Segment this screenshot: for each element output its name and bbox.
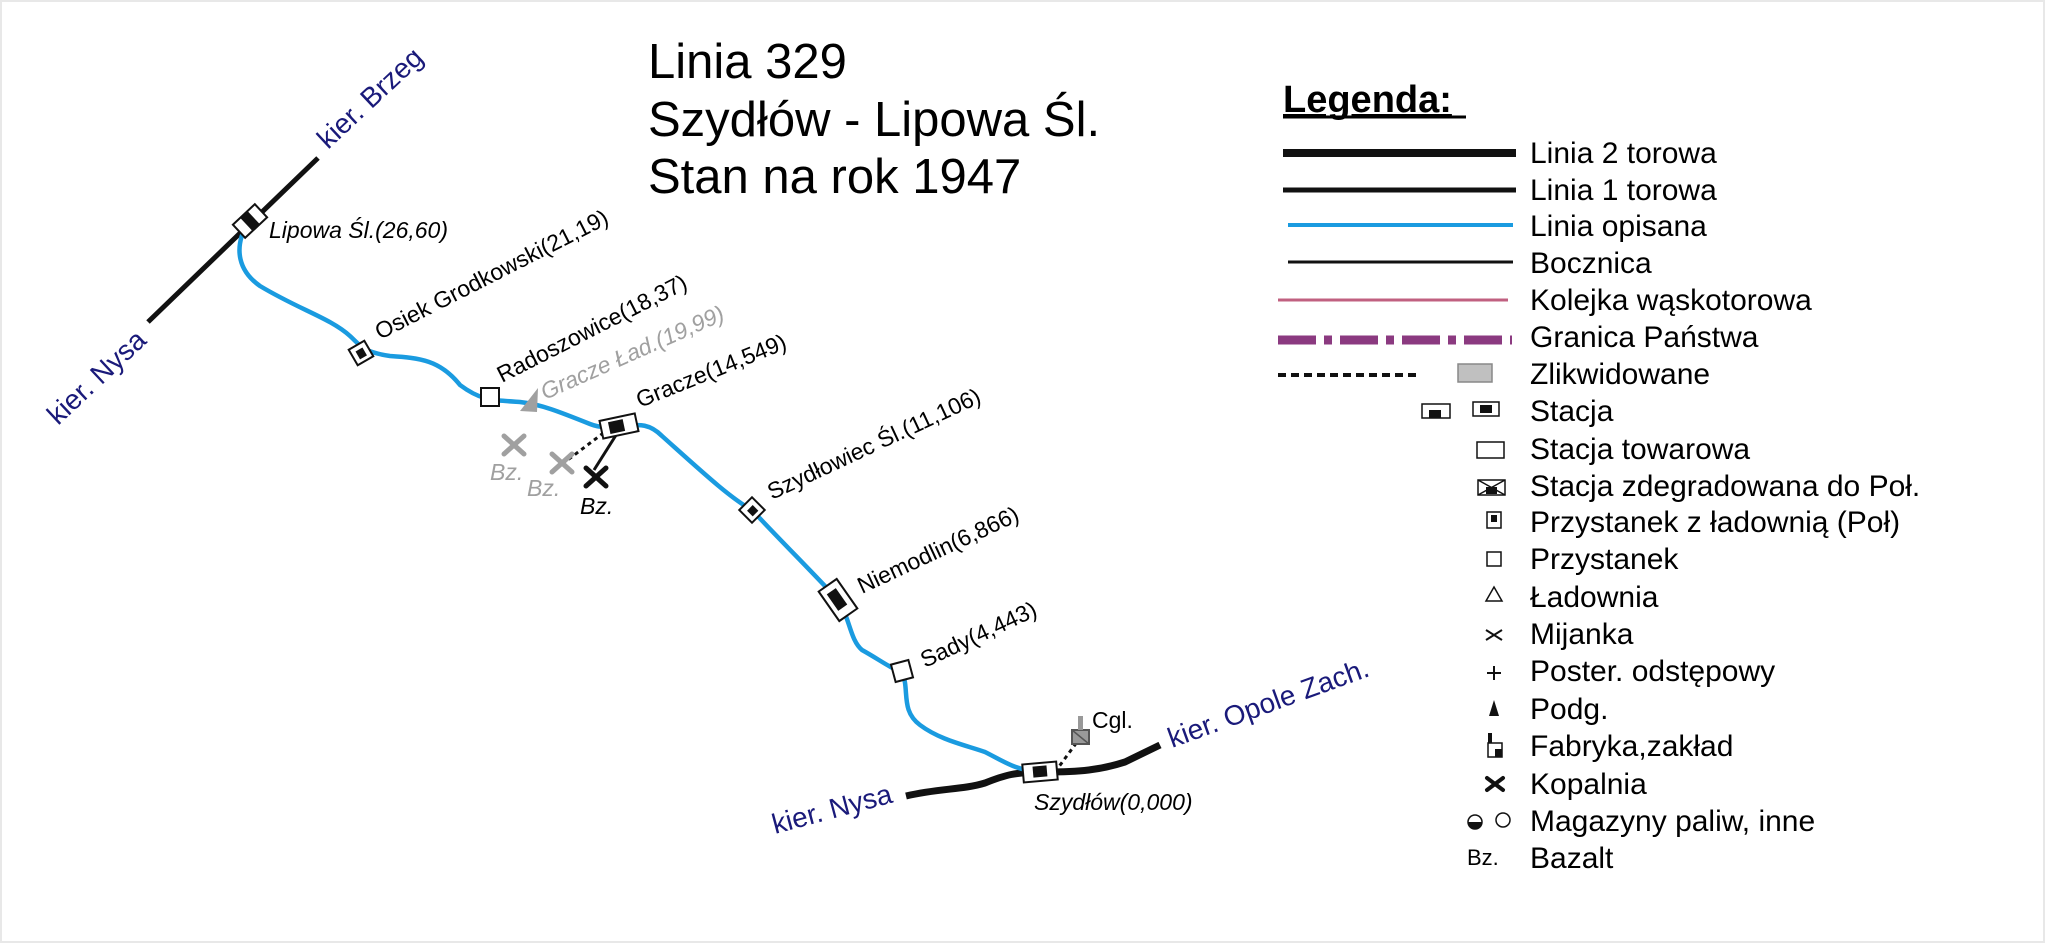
station-lipowa[interactable] <box>231 202 269 240</box>
legend-label-border: Granica Państwa <box>1530 321 1759 354</box>
title-line-1: Linia 329 <box>648 35 847 89</box>
label-bz-abandoned-2: Bz. <box>527 475 560 501</box>
title-line-3: Stan na rok 1947 <box>648 150 1021 204</box>
legend-label-double-track: Linia 2 torowa <box>1530 137 1717 170</box>
label-lipowa: Lipowa Śl.(26,60) <box>269 216 448 243</box>
legend-heading: Legenda: <box>1283 79 1452 121</box>
mine-icon <box>583 465 609 489</box>
label-cgl: Cgl. <box>1092 707 1133 733</box>
legend-symbol-factory <box>1487 733 1503 758</box>
legend-symbol-stop <box>1486 551 1502 567</box>
legend-label-stop-loading: Przystanek z ładownią (Poł) <box>1530 506 1900 539</box>
station-sady[interactable] <box>889 658 915 684</box>
label-bz-active: Bz. <box>580 493 613 519</box>
legend-symbol-block-post <box>1487 666 1501 680</box>
legend-label-podg: Podg. <box>1530 693 1608 726</box>
legend-symbol-stop-loading <box>1486 511 1502 529</box>
legend-label-station: Stacja <box>1530 395 1614 428</box>
legend-symbol-mine <box>1485 776 1505 792</box>
legend-label-block-post: Poster. odstępowy <box>1530 655 1775 688</box>
legend-symbol-loading-point <box>1484 585 1504 602</box>
legend-symbol-bazalt: Bz. <box>1467 845 1499 870</box>
legend-label-mine: Kopalnia <box>1530 768 1647 801</box>
legend-label-factory: Fabryka,zakład <box>1530 730 1733 763</box>
legend-symbol-abandoned-station <box>1457 363 1493 383</box>
station-szydlowiec[interactable] <box>737 495 767 525</box>
legend-label-single-track: Linia 1 torowa <box>1530 174 1717 207</box>
legend-label-passing-loop: Mijanka <box>1530 618 1634 651</box>
legend-symbol-fuel-store <box>1467 812 1511 830</box>
track-nysa-brzeg <box>146 156 320 324</box>
station-radoszowice[interactable] <box>480 387 500 407</box>
legend-label-abandoned: Zlikwidowane <box>1530 358 1710 391</box>
legend-label-stop: Przystanek <box>1530 543 1679 576</box>
mine-abandoned-icon <box>501 433 575 475</box>
station-gracze[interactable] <box>598 412 640 440</box>
siding-gracze-bz <box>592 431 620 471</box>
legend-label-bazalt: Bazalt <box>1530 842 1614 875</box>
legend-symbol-station <box>1421 401 1500 419</box>
legend-symbol-freight-station <box>1476 441 1505 459</box>
station-osiek[interactable] <box>347 339 375 367</box>
legend-symbol-passing-loop <box>1485 629 1503 641</box>
station-szydlow[interactable] <box>1021 760 1059 784</box>
legend-label-described-line: Linia opisana <box>1530 210 1707 243</box>
legend-label-loading-point: Ładownia <box>1530 581 1659 614</box>
legend-label-narrow-gauge: Kolejka wąskotorowa <box>1530 284 1812 317</box>
station-niemodlin[interactable] <box>817 577 859 623</box>
legend-label-fuel-store: Magazyny paliw, inne <box>1530 805 1815 838</box>
loading-point-gracze-lad[interactable] <box>520 388 538 412</box>
legend-symbol-degraded-station <box>1477 479 1506 496</box>
legend-symbol-podg <box>1489 700 1499 716</box>
diagram-title: Linia 329 Szydłów - Lipowa Śl. Stan na r… <box>648 35 1100 204</box>
label-bz-abandoned-1: Bz. <box>490 459 523 485</box>
legend-label-siding: Bocznica <box>1530 247 1652 280</box>
legend-label-degraded-station: Stacja zdegradowana do Poł. <box>1530 470 1920 503</box>
track-nysa-opole <box>905 741 1162 800</box>
legend-label-freight-station: Stacja towarowa <box>1530 433 1750 466</box>
title-line-2: Szydłów - Lipowa Śl. <box>648 92 1100 147</box>
legend: Legenda: <box>1278 79 1920 875</box>
label-szydlow: Szydłów(0,000) <box>1034 789 1193 815</box>
factory-icon <box>1071 716 1090 745</box>
